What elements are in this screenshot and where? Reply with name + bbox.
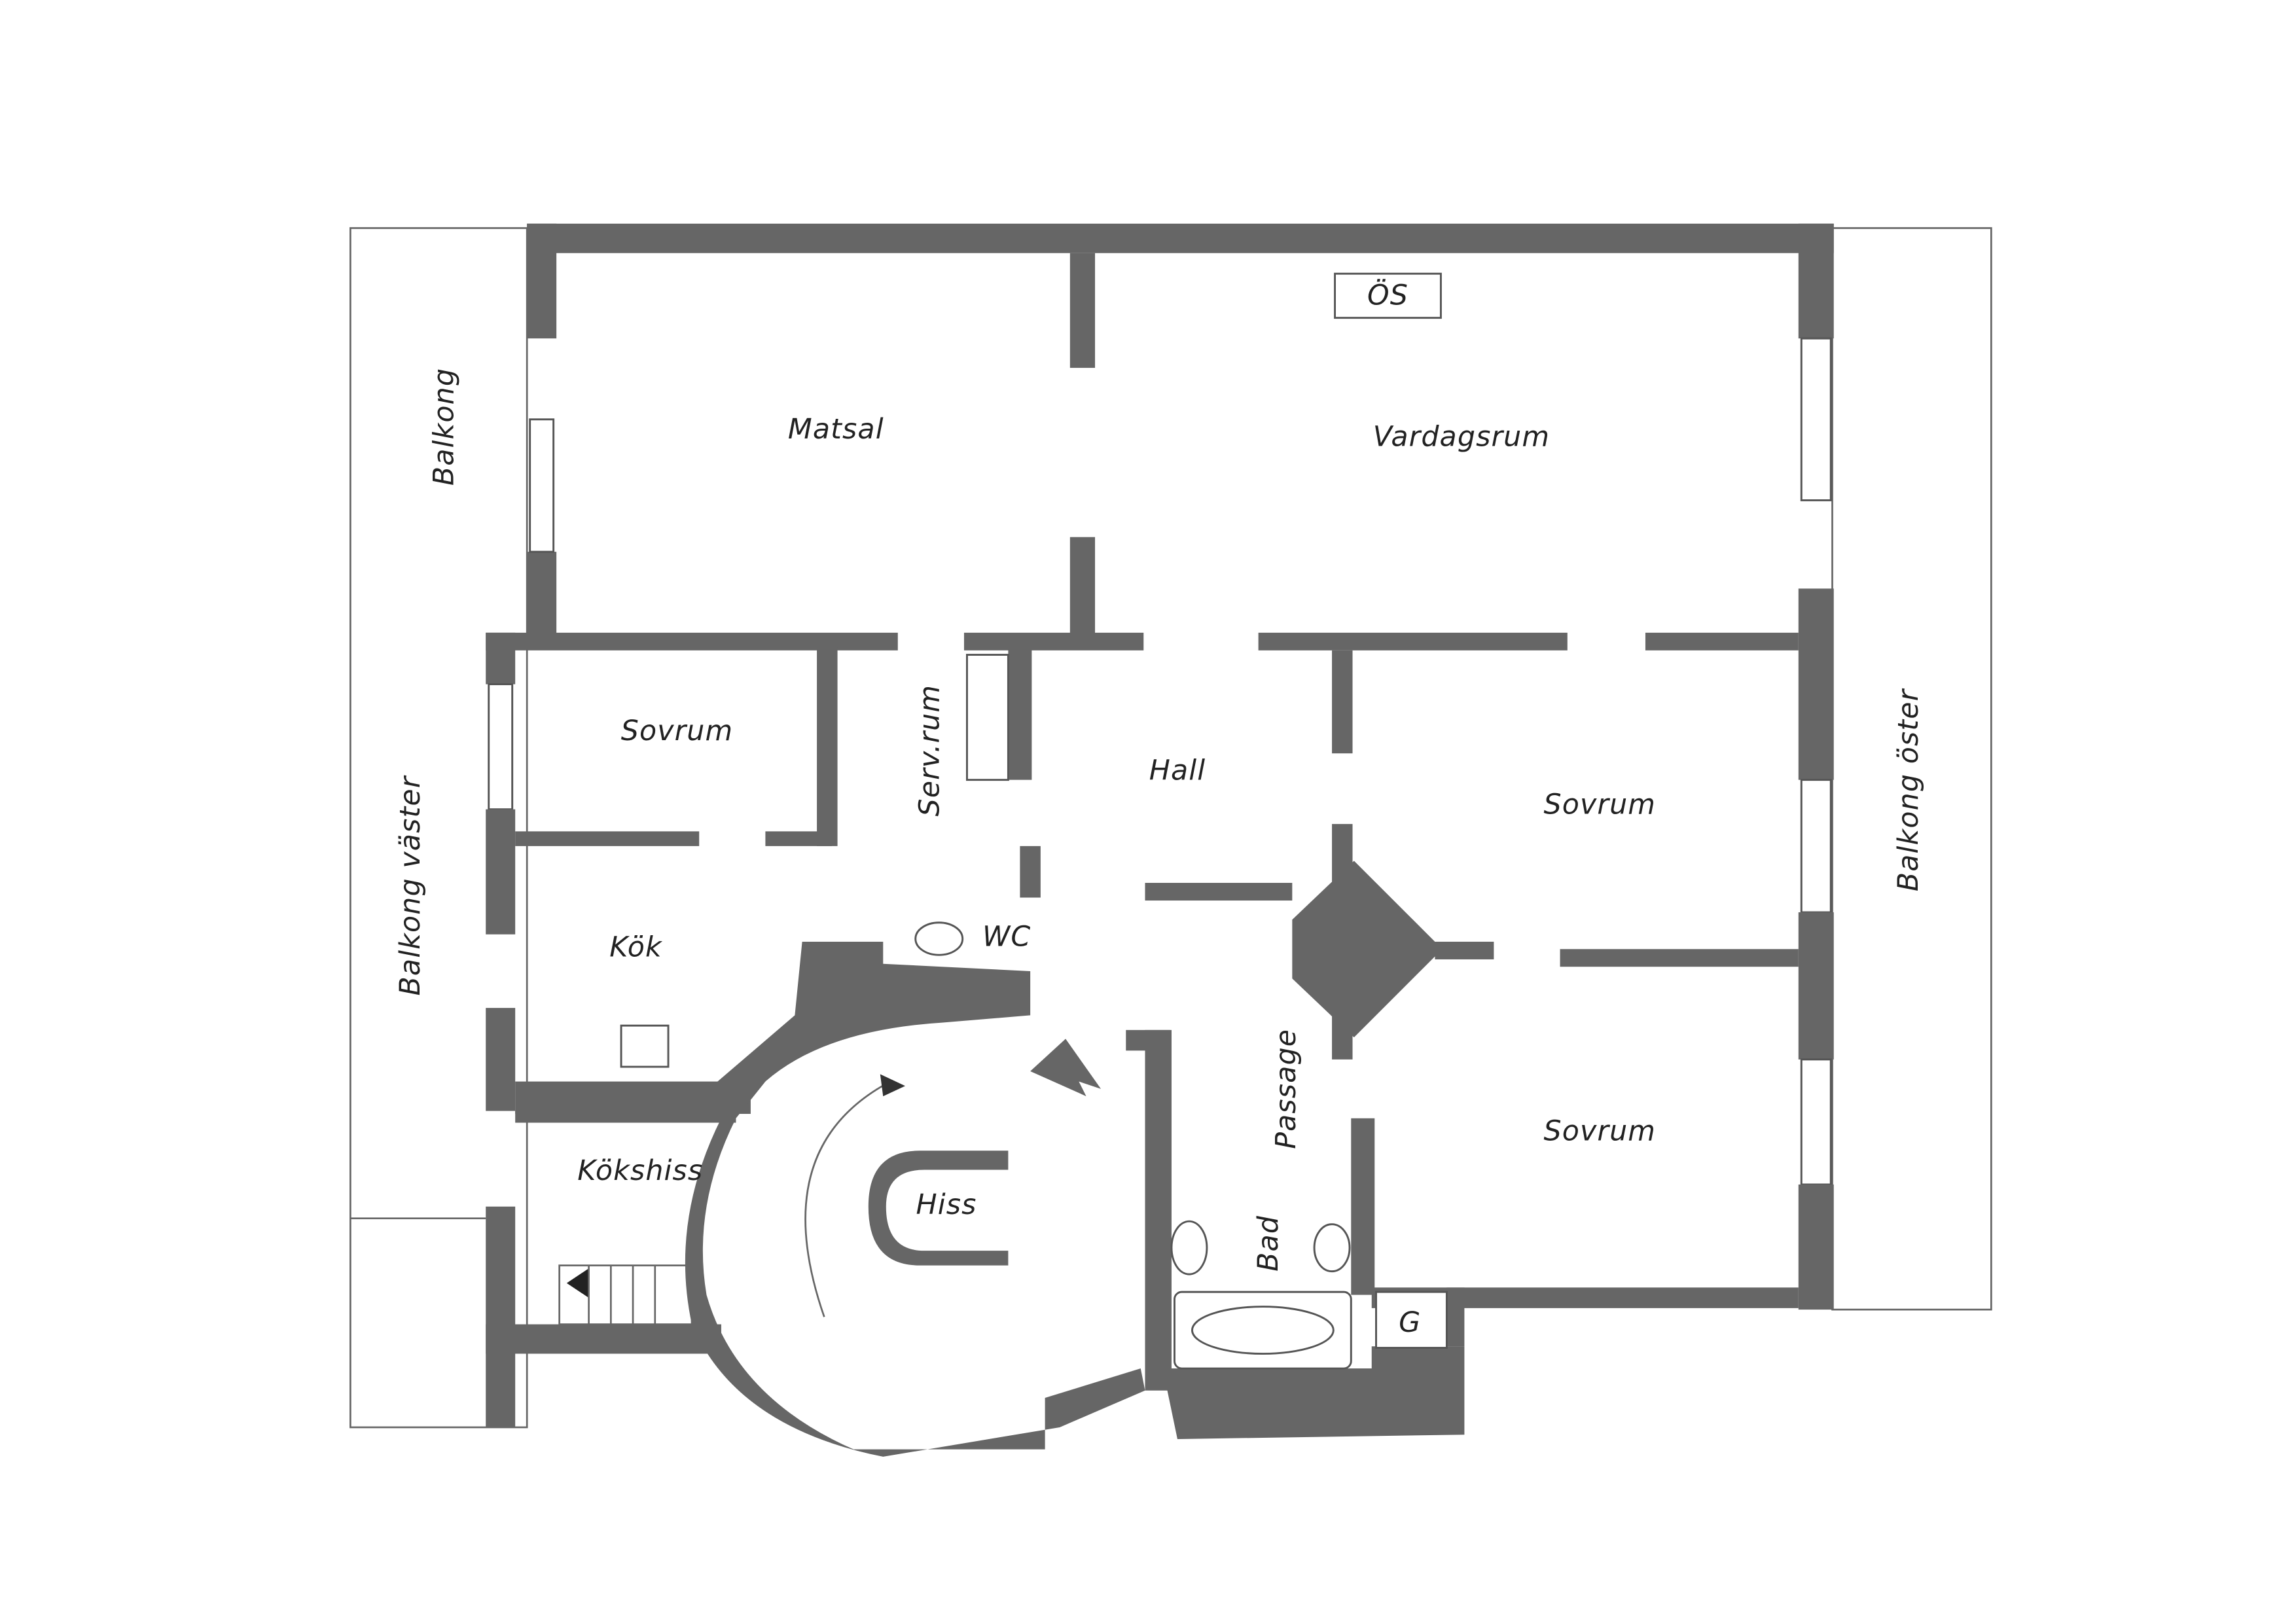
label-wc: WC xyxy=(982,921,1031,954)
label-balkong-oster: Balkong öster xyxy=(1892,688,1925,891)
window xyxy=(1800,337,1832,501)
label-os: ÖS xyxy=(1367,278,1408,312)
label-balkong-vaster: Balkong väster xyxy=(394,775,427,995)
stair-arrow-west-icon xyxy=(566,1268,589,1298)
label-hall: Hall xyxy=(1149,755,1206,787)
g-box xyxy=(1375,1291,1448,1349)
sink xyxy=(1313,1223,1351,1273)
label-passage: Passage xyxy=(1270,1029,1302,1149)
os-box xyxy=(1334,272,1442,319)
label-matsal: Matsal xyxy=(788,413,884,446)
stairs xyxy=(558,1264,693,1325)
label-balkong: Balkong xyxy=(428,368,461,486)
entrance-arrow-icon xyxy=(1030,1039,1102,1097)
stair-arc xyxy=(804,1080,891,1317)
kitchen-sink xyxy=(620,1024,670,1068)
label-hiss: Hiss xyxy=(916,1188,977,1221)
room-labels: Balkong Matsal Vardagsrum ÖS Sovrum Serv… xyxy=(394,278,1925,1338)
label-sovrum-west: Sovrum xyxy=(621,715,733,747)
label-kokshiss: Kökshiss xyxy=(577,1154,703,1187)
window xyxy=(1800,1058,1832,1186)
label-g: G xyxy=(1399,1306,1421,1339)
label-sovrum-east: Sovrum xyxy=(1544,788,1656,821)
label-kok: Kök xyxy=(609,931,663,963)
fixtures xyxy=(558,272,1448,1370)
stair-arrow-icon xyxy=(880,1074,906,1097)
window xyxy=(488,683,514,811)
toilet xyxy=(1170,1220,1208,1275)
balcony-west-outline xyxy=(350,227,528,1429)
label-bad: Bad xyxy=(1252,1215,1285,1272)
label-serv-rum: Serv.rum xyxy=(914,685,946,817)
walls xyxy=(486,223,1834,1457)
wc-toilet xyxy=(914,921,964,956)
label-sovrum-south: Sovrum xyxy=(1544,1115,1656,1148)
window xyxy=(1800,779,1832,914)
label-vardagsrum: Vardagsrum xyxy=(1373,420,1550,453)
window xyxy=(529,418,555,553)
